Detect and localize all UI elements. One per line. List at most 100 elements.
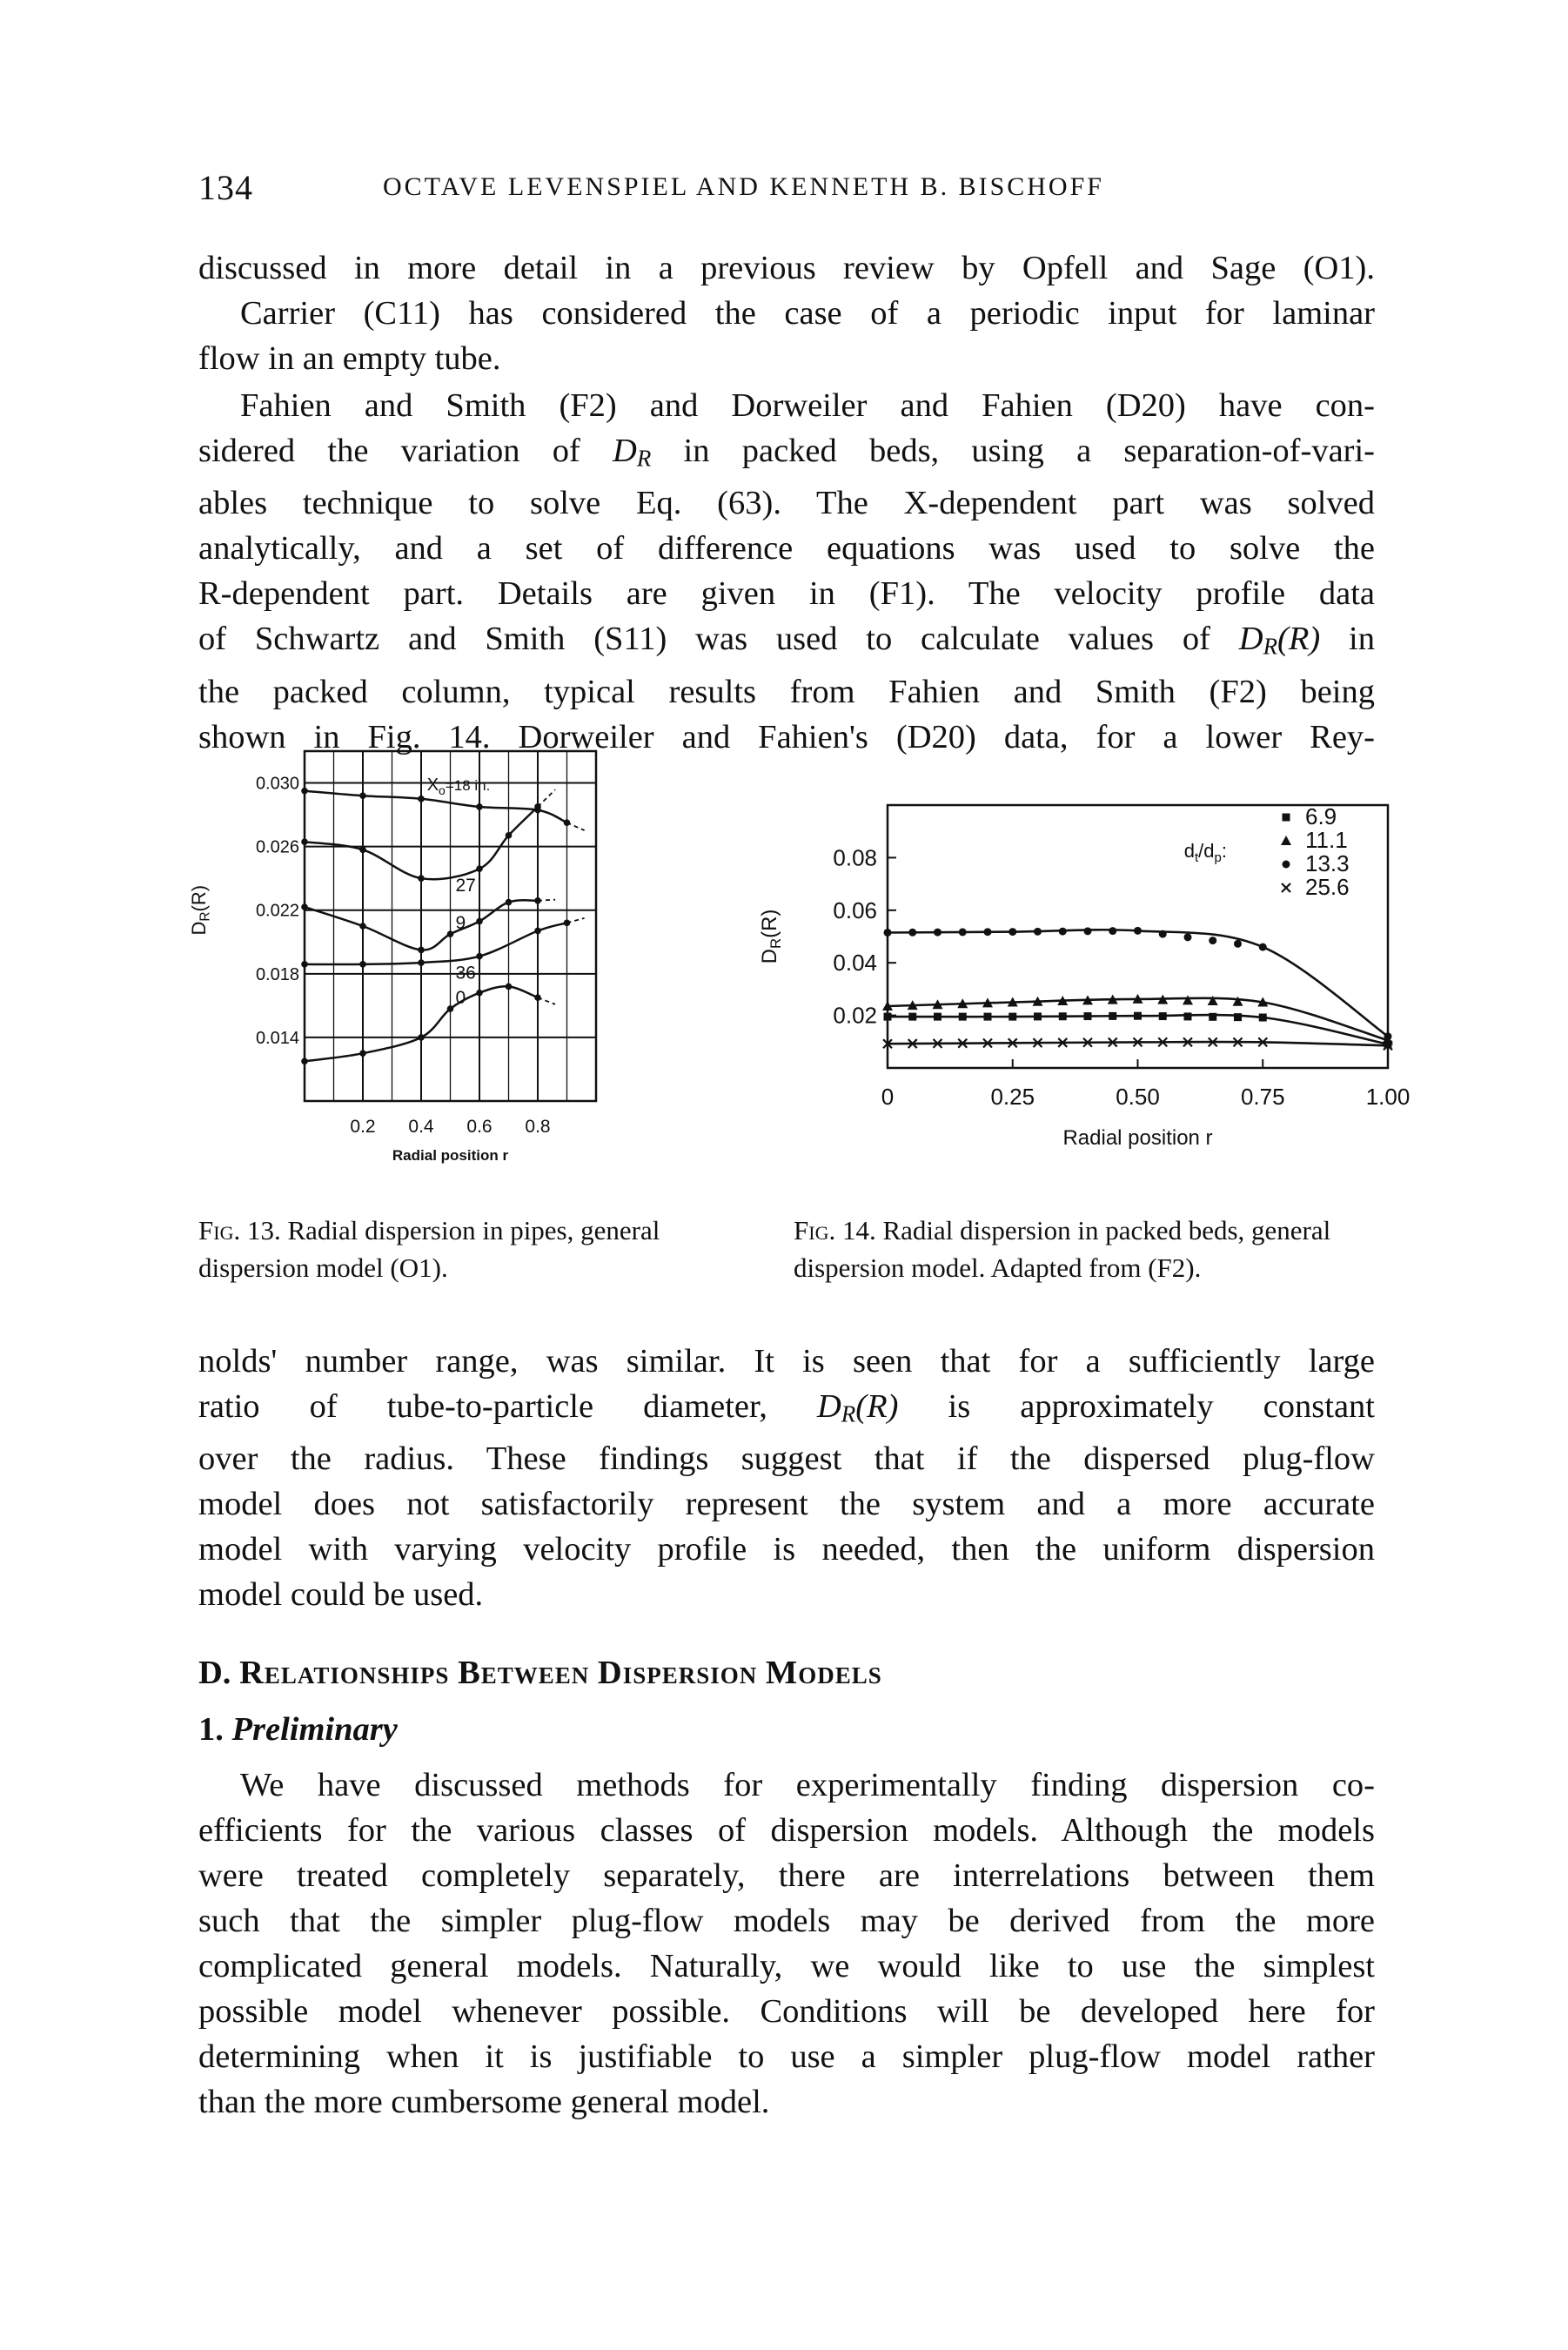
marker-square — [1282, 813, 1290, 822]
data-point — [359, 792, 366, 799]
series-extrapolation — [566, 916, 585, 924]
text-line: flow in an empty tube. — [198, 340, 501, 377]
x-tick-label: 0.2 — [350, 1117, 375, 1137]
marker-square — [883, 1012, 892, 1021]
text-line: R-dependent part. Details are given in (… — [198, 575, 1375, 613]
marker-x-stroke — [1207, 1037, 1218, 1048]
marker-triangle — [882, 1001, 893, 1011]
caption-text: Radial dispersion in packed beds, genera… — [794, 1215, 1331, 1283]
series-label: Xo=18 in. — [427, 776, 491, 797]
marker-square — [1158, 1012, 1167, 1021]
math-arg: (R) — [855, 1388, 899, 1425]
marker-x — [1257, 1037, 1269, 1048]
x-tick-label: 0.8 — [525, 1117, 550, 1137]
legend-label: 13.3 — [1305, 850, 1350, 876]
marker-x-stroke — [1082, 1037, 1093, 1048]
text-span: ratio of tube-to-particle diameter, — [198, 1388, 817, 1425]
marker-x — [1183, 1037, 1193, 1048]
y-axis-label: DR(R) — [188, 885, 212, 936]
data-point — [359, 961, 366, 968]
y-tick-label: 0.030 — [256, 775, 299, 794]
marker-x-stroke — [1232, 1037, 1243, 1048]
x-tick-label: 0.4 — [408, 1117, 434, 1137]
caption-label: Fig. 14. — [794, 1215, 876, 1246]
text-span: in packed beds, using a separation-of-va… — [651, 433, 1375, 469]
series-line — [304, 922, 567, 966]
marker-dot — [934, 928, 941, 937]
data-point — [418, 796, 425, 802]
marker-square — [1083, 1012, 1092, 1021]
y-tick-label: 0.022 — [256, 902, 299, 921]
marker-x — [1232, 1037, 1243, 1048]
math-subscript: R — [841, 1400, 856, 1427]
series-extrapolation — [537, 898, 556, 902]
marker-dot — [1258, 943, 1267, 951]
series-extrapolation — [566, 822, 585, 831]
marker-x-stroke — [1007, 1037, 1018, 1049]
marker-triangle — [932, 999, 943, 1010]
legend-title-part: d — [1184, 840, 1195, 862]
marker-dot — [1058, 927, 1067, 936]
marker-triangle — [1057, 996, 1069, 1006]
text-line: ables technique to solve Eq. (63). The X… — [198, 485, 1375, 522]
marker-triangle — [907, 1000, 918, 1010]
text-line: possible model whenever possible. Condit… — [198, 1993, 1375, 2030]
text-line: Fahien and Smith (F2) and Dorweiler and … — [240, 387, 1375, 424]
marker-x — [1157, 1037, 1169, 1048]
marker-triangle — [957, 998, 968, 1009]
text-line: discussed in more detail in a previous r… — [198, 250, 1375, 286]
legend-title-part: t — [1195, 850, 1199, 865]
legend-title-part: : — [1222, 840, 1227, 862]
text-line: model does not satisfactorily represent … — [198, 1486, 1375, 1523]
y-tick-label: 0.026 — [256, 838, 299, 857]
math-d: D — [816, 1388, 841, 1425]
section-word: Models — [765, 1655, 882, 1691]
text-line: such that the simpler plug-flow models m… — [198, 1903, 1375, 1939]
marker-square — [1258, 1013, 1267, 1022]
caption-text: Radial dispersion in pipes, general disp… — [198, 1215, 660, 1283]
figure-13-caption: Fig. 13. Radial dispersion in pipes, gen… — [198, 1212, 747, 1286]
marker-square — [1109, 1011, 1117, 1020]
paragraph-opfell: discussed in more detail in a previous r… — [198, 245, 1375, 381]
text-line: over the radius. These findings suggest … — [198, 1440, 1375, 1478]
label-eq: =18 in. — [446, 777, 491, 794]
marker-square — [1234, 1013, 1242, 1022]
marker-x — [1057, 1037, 1069, 1048]
marker-triangle — [1007, 997, 1018, 1007]
data-point — [476, 803, 483, 810]
marker-square — [1058, 1012, 1067, 1021]
y-tick-label: 0.018 — [256, 965, 299, 984]
marker-dot — [908, 928, 917, 937]
legend-label: 11.1 — [1305, 827, 1348, 853]
marker-x-stroke — [1157, 1037, 1169, 1048]
text-span: sidered the variation of — [198, 433, 613, 469]
data-point — [418, 1034, 425, 1041]
y-label-arg: (R) — [758, 910, 781, 938]
y-tick-label: 0.08 — [833, 844, 877, 870]
text-line: We have discussed methods for experiment… — [240, 1767, 1375, 1803]
marker-square — [1183, 1012, 1192, 1021]
page-header: 134 OCTAVE LEVENSPIEL AND KENNETH B. BIS… — [198, 167, 1382, 211]
marker-dot — [1209, 937, 1217, 945]
text-line: determining when it is justifiable to us… — [198, 2038, 1375, 2075]
text-line: complicated general models. Naturally, w… — [198, 1948, 1375, 1984]
marker-dot — [1282, 860, 1290, 869]
x-axis-label: Radial position r — [1062, 1126, 1212, 1150]
marker-x — [957, 1037, 968, 1049]
y-label-arg: (R) — [188, 885, 210, 912]
series-label: 36 — [456, 964, 476, 984]
data-point — [359, 1050, 366, 1057]
marker-square — [934, 1012, 941, 1021]
marker-x-stroke — [882, 1038, 893, 1049]
data-point — [476, 865, 483, 873]
marker-triangle — [1082, 995, 1093, 1005]
marker-x — [1082, 1037, 1093, 1048]
data-point — [505, 832, 513, 839]
marker-triangle — [1207, 996, 1218, 1006]
data-point — [301, 787, 308, 795]
text-line: Carrier (C11) has considered the case of… — [240, 295, 1375, 332]
marker-dot — [1234, 939, 1242, 948]
text-line: ratio of tube-to-particle diameter, DR(R… — [198, 1384, 1375, 1436]
